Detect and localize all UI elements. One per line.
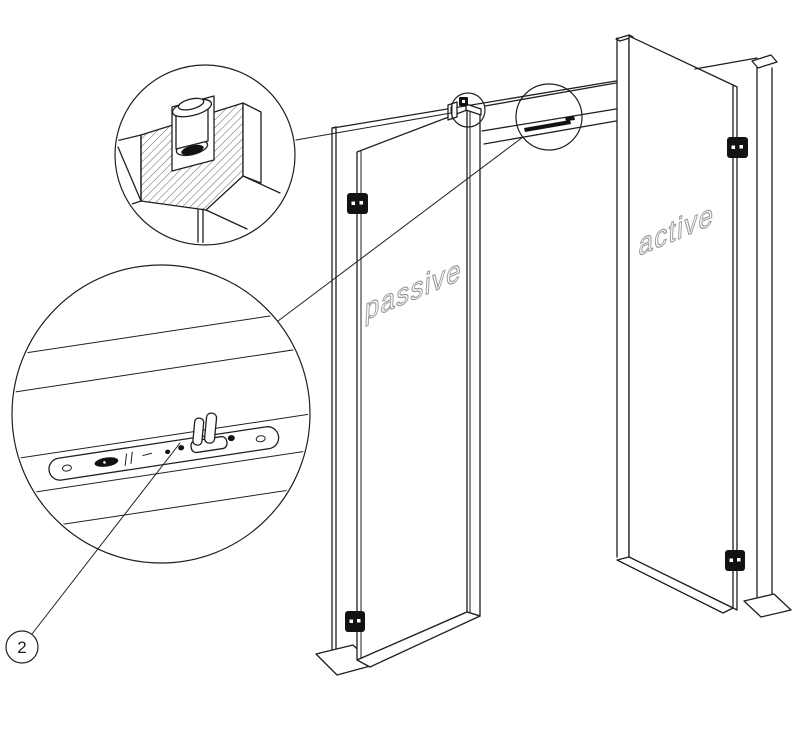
passive-hinge-bottom xyxy=(345,611,365,632)
leader-detail-plate xyxy=(277,136,524,322)
header-top-edge xyxy=(484,82,617,107)
detail-plate-contents xyxy=(14,308,308,535)
header-return-edge xyxy=(694,57,758,70)
header-strike-marker xyxy=(515,83,583,151)
door-top-corner-highlight-circle xyxy=(450,92,486,128)
passive-door-assembly: passive xyxy=(315,109,481,676)
active-door-assembly: active xyxy=(615,34,792,618)
frame-header xyxy=(332,80,617,145)
active-jamb-cap xyxy=(751,54,778,69)
passive-door-bottom-edge xyxy=(356,611,481,668)
bolt-hole-shadow xyxy=(181,144,204,156)
leader-lines xyxy=(31,112,524,635)
keeper-cap xyxy=(465,103,482,116)
active-hinge-edge xyxy=(732,84,738,611)
detail-circle-plate xyxy=(11,264,311,564)
flip-lever-back xyxy=(203,412,218,444)
indicator-dot xyxy=(165,449,171,455)
header-front-bottom-edge xyxy=(483,120,617,145)
hinge-icon xyxy=(727,137,748,158)
active-door-face xyxy=(628,35,734,609)
lever-pivot-dot xyxy=(227,435,235,442)
detail-flush-bolt-plate xyxy=(11,264,311,564)
detail-flush-bolt-section xyxy=(114,64,296,246)
header-soffit-edge xyxy=(481,108,617,132)
screw-hole-left xyxy=(61,464,72,472)
callout-2: 2 xyxy=(5,630,39,664)
leader-detail-top xyxy=(295,112,452,141)
section-side-face xyxy=(242,102,262,184)
callout-number: 2 xyxy=(17,638,26,657)
detail-top-contents xyxy=(117,95,281,243)
passive-lock-edge xyxy=(466,109,481,617)
active-door-bottom-edge xyxy=(616,556,734,614)
top-corner-marker xyxy=(447,92,486,128)
active-jamb xyxy=(743,54,792,618)
strike-plate-tab xyxy=(565,116,575,121)
active-hinge-bottom xyxy=(725,550,745,571)
leader-callout-2 xyxy=(31,442,181,635)
flip-lever-front xyxy=(192,417,205,446)
header-strike-highlight-circle xyxy=(515,83,583,151)
bolt-slot-dark xyxy=(94,457,119,467)
hinge-icon xyxy=(347,193,368,214)
header-back-edge xyxy=(332,80,617,129)
active-hinge-top xyxy=(727,137,748,158)
passive-hinge-top xyxy=(347,193,368,214)
indicator-dot xyxy=(178,445,185,451)
strike-plate-icon xyxy=(524,120,571,132)
active-jamb-foot xyxy=(743,593,792,618)
hinge-icon xyxy=(725,550,745,571)
bolt-cap xyxy=(177,97,205,111)
screw-hole-right xyxy=(255,435,266,443)
passive-door-face xyxy=(356,109,468,661)
callout-circle-icon xyxy=(5,630,39,664)
hinge-icon xyxy=(345,611,365,632)
